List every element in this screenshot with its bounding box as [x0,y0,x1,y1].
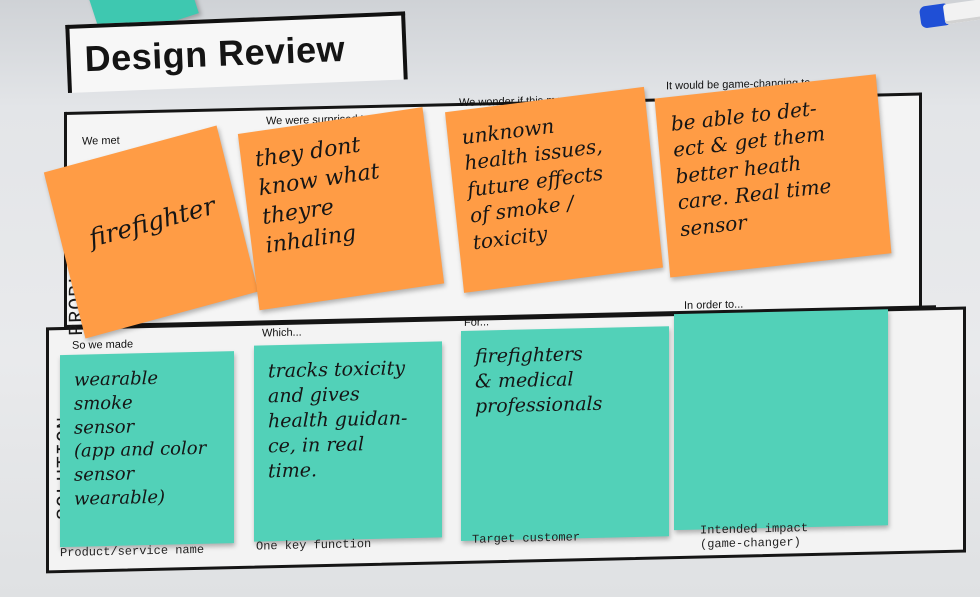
heading-we-met: We met [82,134,120,148]
sticky-note-surprised: they dont know what theyre inhaling [237,107,445,311]
sticky-note-game-changing: be able to det- ect & get them better he… [654,74,892,278]
sticky-note-so-we-made: wearable smoke sensor (app and color sen… [60,351,234,548]
heading-so-we-made: So we made [72,338,134,352]
footer-intended-impact: Intended impact (game-changer) [700,521,809,552]
footer-target-customer: Target customer [472,530,581,547]
title-box: Design Review [65,11,408,93]
board-title: Design Review [83,27,346,80]
sticky-note-in-order-to [674,309,888,531]
sticky-note-wonder: unknown health issues, future effects of… [445,86,663,293]
heading-in-order-to: In order to... [684,298,744,312]
heading-for: For... [464,316,490,329]
design-review-board: PROBLEM SOLUTION We met We were surprise… [43,30,966,574]
marker-pen [918,0,980,29]
sticky-note-for: firefighters & medical professionals [461,326,669,541]
heading-which: Which... [262,326,302,340]
sticky-note-which: tracks toxicity and gives health guidan-… [254,341,442,542]
footer-key-function: One key function [256,537,372,554]
